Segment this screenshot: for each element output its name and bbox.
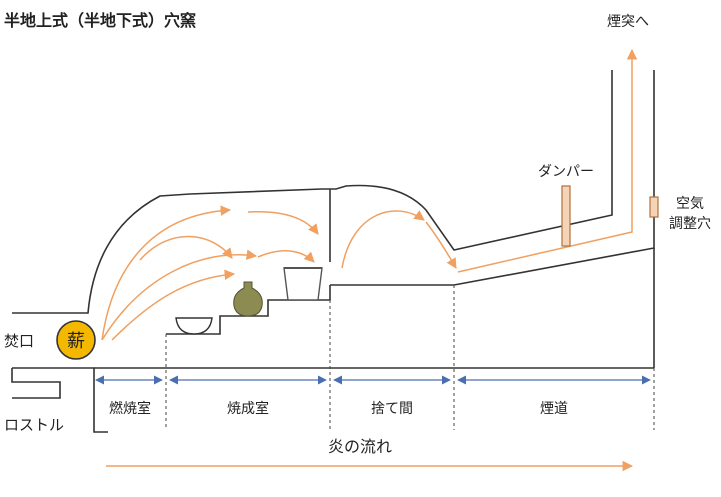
bowl-pottery — [175, 317, 213, 335]
cup-pottery — [283, 267, 323, 301]
flame-arrows — [101, 48, 638, 472]
grate-label: ロストル — [4, 416, 64, 434]
vase-pottery — [233, 281, 263, 317]
diagram-title: 半地上式（半地下式）穴窯 — [4, 11, 196, 30]
air-hole-label-line2: 調整穴 — [669, 216, 711, 232]
section-label-combustion-chamber: 燃焼室 — [109, 400, 151, 417]
section-label-waste-chamber: 捨て間 — [371, 400, 413, 417]
firewood-label: 薪 — [67, 331, 85, 352]
chimney-label: 煙突へ — [607, 14, 649, 30]
section-label-flue: 煙道 — [540, 401, 568, 417]
firewood-icon: 薪 — [56, 320, 96, 360]
air-hole-icon — [649, 196, 659, 218]
section-label-firing-chamber: 焼成室 — [227, 400, 269, 417]
flame-flow-label: 炎の流れ — [328, 437, 392, 456]
section-dividers — [165, 285, 655, 430]
damper-label: ダンパー — [538, 164, 594, 180]
kiln-outline — [11, 70, 655, 433]
air-hole-label-line1: 空気 — [676, 196, 704, 212]
damper-icon — [561, 185, 571, 247]
firing-port-label: 焚口 — [4, 332, 34, 350]
